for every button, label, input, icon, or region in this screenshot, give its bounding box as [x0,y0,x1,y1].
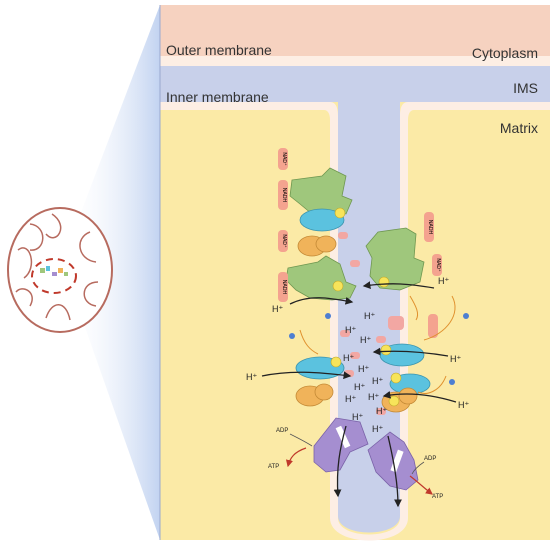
electron-transfer-arrows [299,295,456,394]
svg-text:H⁺: H⁺ [372,424,383,434]
nad-label-2: NAD⁺ [281,234,287,248]
nadh-label-2: NADH [281,280,287,295]
nadh-label-3: NADH [427,220,433,235]
atp-label-right: ATP [432,494,443,500]
complex-II-upper [299,208,345,232]
highlight-ring [31,258,77,294]
svg-text:H⁺: H⁺ [343,353,354,363]
svg-text:NADH: NADH [281,280,287,295]
mitochondrion-overview [7,207,113,333]
cytoplasm-label: Cytoplasm [471,45,538,61]
svg-text:H⁺: H⁺ [368,392,379,402]
svg-text:H⁺: H⁺ [358,364,369,374]
nad-label-3: NAD⁺ [435,258,441,272]
complex-I-right [365,227,425,291]
svg-text:NAD⁺: NAD⁺ [281,152,287,166]
complex-III-upper [297,235,337,257]
adp-label-left: ADP [276,428,288,434]
atp-arrows [285,447,433,495]
outer-membrane-label: Outer membrane [166,42,272,58]
svg-text:H⁺: H⁺ [360,335,371,345]
complex-III-left [295,383,334,407]
inner-membrane-label: Inner membrane [166,89,269,105]
nadh-label-1: NADH [281,188,287,203]
svg-text:H⁺: H⁺ [376,406,387,416]
svg-text:H⁺: H⁺ [354,382,365,392]
nad-label-1: NAD⁺ [281,152,287,166]
adp-lines [289,433,425,475]
svg-text:NAD⁺: NAD⁺ [281,234,287,248]
complex-I-upper-left [289,167,353,215]
svg-text:H⁺: H⁺ [345,325,356,335]
nad-badges [278,148,442,338]
matrix-label: Matrix [499,120,538,136]
svg-text:H⁺: H⁺ [450,354,461,364]
proton-arrows [261,281,457,508]
svg-text:NADH: NADH [281,188,287,203]
svg-text:H⁺: H⁺ [372,376,383,386]
svg-text:H⁺: H⁺ [246,372,257,382]
proton-labels: H⁺ H⁺ H⁺ H⁺ H⁺ H⁺ H⁺ H⁺ H⁺ H⁺ H⁺ H⁺ H⁺ H… [246,276,469,434]
ubiquinone-dots [330,207,402,407]
cytoplasm-region [160,5,550,57]
svg-text:H⁺: H⁺ [352,412,363,422]
svg-text:H⁺: H⁺ [364,311,375,321]
svg-text:H⁺: H⁺ [272,304,283,314]
electron-dots [289,313,469,385]
svg-text:NAD⁺: NAD⁺ [435,258,441,272]
ims-region [160,66,550,102]
atp-label-left: ATP [268,464,279,470]
svg-text:H⁺: H⁺ [345,394,356,404]
zoom-panel [159,5,550,541]
svg-text:H⁺: H⁺ [458,400,469,410]
svg-text:NADH: NADH [427,220,433,235]
ims-label: IMS [513,80,538,96]
svg-text:H⁺: H⁺ [438,276,449,286]
adp-label-right: ADP [424,456,436,462]
